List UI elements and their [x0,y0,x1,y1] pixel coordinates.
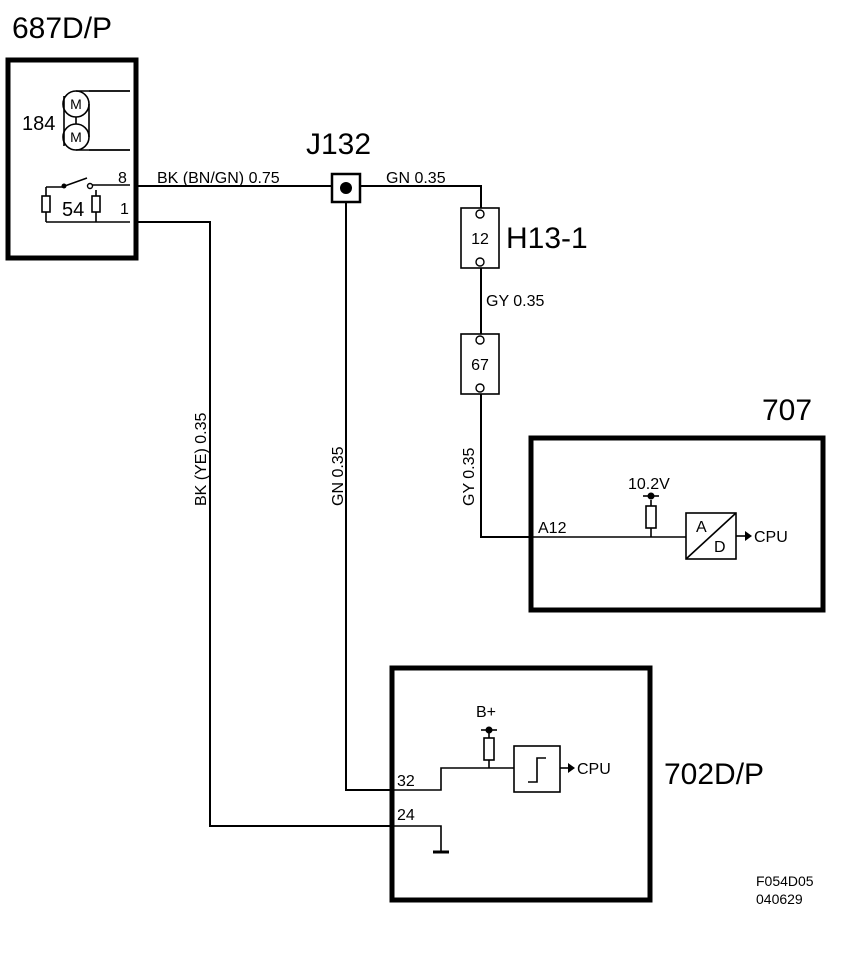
motor-ref: 184 [22,113,55,135]
module-707-cpu: CPU [754,529,788,546]
wire-label-gn-top: GN 0.35 [386,170,446,187]
module-707-label: 707 [762,394,812,427]
footer-code: F054D05 [756,873,814,889]
pullup-resistor-icon [645,505,657,529]
wire-label-gn-down: GN 0.35 [330,446,347,506]
pin-1: 1 [120,201,129,218]
ad-converter-a: A [696,519,707,536]
module-687-label: 687D/P [12,12,112,45]
module-687-box [5,57,139,261]
resistor-icon [91,195,101,213]
pullup-resistor-icon [483,737,495,761]
module-707-box [528,435,826,613]
wire-label-gy-mid: GY 0.35 [486,293,545,310]
junction-label: J132 [306,128,371,161]
switch-ref: 54 [62,199,84,221]
arrow-right-icon [745,531,752,541]
connector-h13-label: H13-1 [506,222,588,255]
resistor-icon [41,195,51,213]
pin-8: 8 [118,170,127,187]
junction-dot [340,182,352,194]
module-702-pin-24: 24 [397,807,415,824]
module-707-voltage: 10.2V [628,476,670,493]
module-702-cpu: CPU [577,761,611,778]
wire-gn-down [345,202,392,791]
motor-symbol-bottom: M [70,129,82,145]
module-702-supply: B+ [476,704,496,721]
wire-gy-bottom [480,394,531,538]
motor-symbol-top: M [70,96,82,112]
wire-label-gy-bottom: GY 0.35 [461,447,478,506]
schmitt-icon [528,757,546,783]
wire-label-bk-ye: BK (YE) 0.35 [193,413,210,506]
module-702-pin-32: 32 [397,773,415,790]
connector-67-pin: 67 [471,357,489,374]
connector-h13-pin: 12 [471,231,489,248]
wire-label-bk-bngn: BK (BN/GN) 0.75 [157,170,280,187]
wire-bk-ye [136,221,392,827]
arrow-right-icon [568,763,575,773]
wire-gn-top [360,185,482,210]
ad-converter-d: D [714,539,726,556]
switch-54 [41,177,130,223]
motor-pair: M M [62,90,130,151]
footer-date: 040629 [756,891,803,907]
module-707-pin: A12 [538,520,567,537]
module-702-label: 702D/P [664,758,764,791]
module-702-box [389,665,653,903]
